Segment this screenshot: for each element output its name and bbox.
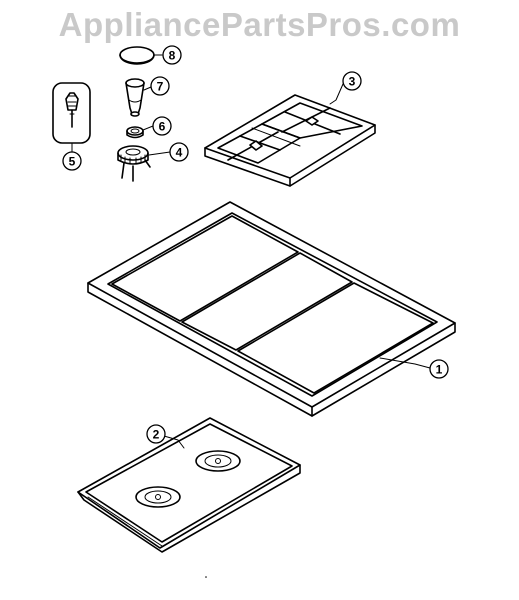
part-burner xyxy=(117,145,151,182)
callout-3: 3 xyxy=(342,71,362,91)
svg-text:8: 8 xyxy=(169,49,176,63)
part-drip-pan xyxy=(77,417,301,553)
svg-text:3: 3 xyxy=(349,75,356,89)
callout-1: 1 xyxy=(429,359,449,379)
callout-6: 6 xyxy=(152,116,172,136)
callout-4: 4 xyxy=(169,142,189,162)
callout-7: 7 xyxy=(150,76,170,96)
svg-text:2: 2 xyxy=(153,428,160,442)
part-shaft xyxy=(125,78,145,117)
svg-text:7: 7 xyxy=(157,80,164,94)
svg-text:6: 6 xyxy=(159,120,166,134)
callout-8: 8 xyxy=(162,45,182,65)
svg-text:5: 5 xyxy=(69,155,76,169)
svg-text:4: 4 xyxy=(176,146,183,160)
part-grates xyxy=(204,94,376,187)
svg-text:1: 1 xyxy=(436,363,443,377)
watermark: AppliancePartsPros.com xyxy=(58,6,461,43)
part-ring xyxy=(126,126,144,139)
part-cap xyxy=(119,46,155,65)
callout-5: 5 xyxy=(62,151,82,171)
part-igniter xyxy=(52,82,91,151)
speck xyxy=(205,576,207,578)
leader-lines xyxy=(71,54,431,449)
callout-2: 2 xyxy=(146,424,166,444)
part-cooktop-frame xyxy=(87,201,456,417)
